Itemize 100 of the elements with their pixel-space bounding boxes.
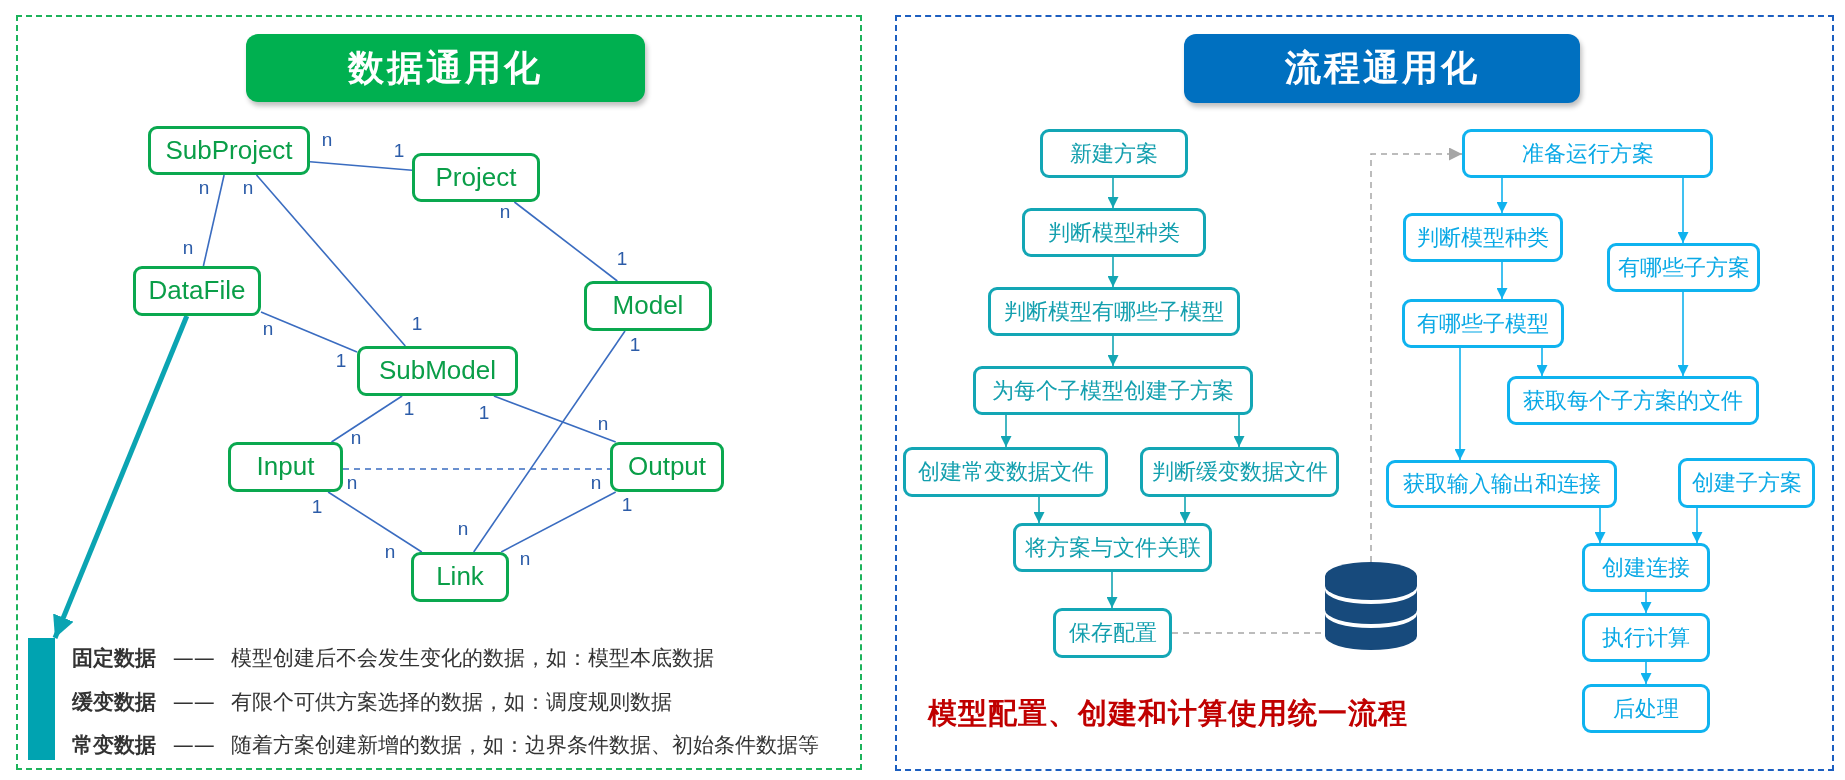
process-box — [1507, 376, 1759, 425]
process-box — [1582, 684, 1710, 733]
dashed-connector — [1370, 147, 1463, 563]
definition-text: 常变数据 —— 随着方案创建新增的数据，如：边界条件数据、初始条件数据等 — [72, 733, 820, 759]
node-label: 判断模型有哪些子模型 — [1004, 298, 1224, 325]
cardinality-label: n — [262, 318, 274, 338]
process-box — [1462, 129, 1713, 178]
database-icon — [1325, 562, 1417, 650]
cardinality-label: 1 — [629, 334, 641, 354]
connector-line — [255, 174, 407, 347]
arrow — [1107, 256, 1119, 288]
arrow — [1233, 414, 1245, 448]
entity-box — [610, 442, 724, 492]
arrow — [1106, 571, 1118, 609]
entity-box — [411, 552, 509, 602]
cardinality-label: 1 — [411, 313, 423, 333]
arrow — [1691, 507, 1703, 544]
cardinality-label: n — [597, 413, 609, 433]
node-label: 有哪些子模型 — [1417, 310, 1549, 337]
entity-box — [228, 442, 343, 492]
node-label: 保存配置 — [1068, 620, 1157, 646]
arrow — [52, 315, 190, 639]
arrow — [1640, 591, 1652, 614]
node-label: 有哪些子方案 — [1617, 254, 1750, 281]
arrow — [1179, 496, 1191, 524]
connector-line — [330, 395, 403, 443]
arrow — [1000, 414, 1012, 448]
cardinality-label: 1 — [621, 494, 633, 514]
cardinality-label: n — [499, 201, 511, 221]
process-box — [1582, 613, 1710, 662]
cardinality-label: n — [321, 129, 333, 149]
connector-line — [500, 491, 617, 553]
process-box — [1140, 447, 1339, 497]
cardinality-label: 1 — [335, 350, 347, 370]
entity-box — [412, 153, 540, 202]
connector-line — [260, 311, 358, 353]
entity-box — [148, 126, 310, 175]
cardinality-label: 1 — [311, 496, 323, 516]
arrow — [1536, 347, 1548, 377]
definition-text: 缓变数据 —— 有限个可供方案选择的数据，如：调度规则数据 — [72, 690, 673, 716]
dashed-panel — [895, 15, 1834, 771]
node-label: 判断缓变数据文件 — [1151, 459, 1328, 485]
arrow — [1107, 335, 1119, 367]
node-label: 为每个子模型创建子方案 — [992, 377, 1234, 404]
arrow — [1677, 291, 1689, 377]
node-label: 新建方案 — [1070, 140, 1158, 167]
cardinality-label: 1 — [393, 140, 405, 160]
node-label: DataFile — [148, 276, 246, 306]
arrow — [1677, 177, 1689, 244]
cardinality-label: n — [519, 548, 531, 568]
cardinality-label: n — [350, 427, 362, 447]
process-box — [1040, 129, 1188, 178]
process-box — [1607, 243, 1760, 292]
dashed-panel — [16, 15, 862, 770]
arrow — [1640, 661, 1652, 685]
arrow — [1454, 347, 1466, 461]
connector-line — [513, 201, 619, 282]
dashed-connector — [342, 468, 611, 470]
node-label: Link — [436, 562, 484, 592]
cardinality-label: 1 — [616, 248, 628, 268]
cardinality-label: n — [384, 541, 396, 561]
accent-bar — [28, 638, 55, 760]
node-label: 执行计算 — [1602, 624, 1690, 651]
arrow — [1496, 177, 1508, 214]
cardinality-label: n — [182, 237, 194, 257]
cardinality-label: 1 — [478, 402, 490, 422]
process-box — [1678, 458, 1815, 508]
node-label: 创建常变数据文件 — [917, 459, 1094, 485]
process-box — [1403, 213, 1563, 262]
connector-line — [493, 395, 617, 443]
node-label: 判断模型种类 — [1048, 219, 1180, 246]
node-label: 判断模型种类 — [1417, 224, 1549, 251]
node-label: Input — [256, 452, 315, 482]
process-box — [1582, 543, 1710, 592]
arrow — [1496, 261, 1508, 300]
definition-text: 固定数据 —— 模型创建后不会发生变化的数据，如：模型本底数据 — [72, 646, 715, 672]
node-label: 创建子方案 — [1691, 470, 1802, 496]
node-label: 后处理 — [1613, 695, 1679, 722]
entity-box — [584, 281, 712, 331]
process-box — [973, 366, 1253, 415]
panel-title: 流程通用化 — [1184, 34, 1580, 103]
cardinality-label: n — [242, 177, 254, 197]
process-box — [903, 447, 1108, 497]
cardinality-label: n — [590, 472, 602, 492]
connector-line — [472, 330, 626, 553]
node-label: 将方案与文件关联 — [1024, 534, 1201, 561]
cardinality-label: n — [346, 472, 358, 492]
arrow — [1033, 496, 1045, 524]
cardinality-label: n — [457, 518, 469, 538]
node-label: 获取每个子方案的文件 — [1523, 387, 1743, 414]
process-box — [1013, 523, 1212, 572]
entity-box — [133, 266, 261, 316]
entity-box — [357, 346, 518, 396]
process-box — [1386, 460, 1617, 508]
connector-line — [327, 491, 423, 553]
node-label: 创建连接 — [1602, 554, 1690, 581]
arrow — [1594, 507, 1606, 544]
cardinality-label: n — [198, 177, 210, 197]
node-label: SubModel — [378, 356, 497, 386]
connector-line — [202, 174, 225, 267]
